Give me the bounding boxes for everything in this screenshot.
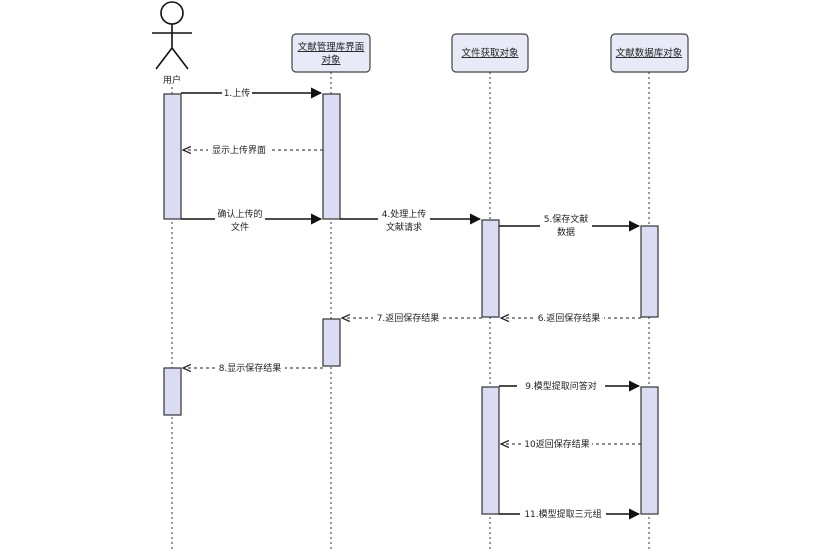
message-5-label-line1: 5.保存文献 bbox=[544, 213, 589, 225]
message-4-process-request: 4.处理上传 文献请求 bbox=[340, 207, 482, 234]
activation-file-fetch-1 bbox=[481, 219, 500, 318]
message-1-label: 1.上传 bbox=[224, 87, 251, 99]
message-2-show-upload-ui: 显示上传界面 bbox=[183, 143, 323, 156]
object-doc-ui-line2: 对象 bbox=[321, 54, 341, 66]
message-5-label-line2: 数据 bbox=[557, 226, 575, 238]
object-file-fetch: 文件获取对象 bbox=[451, 33, 529, 73]
object-doc-ui: 文献管理库界面 对象 bbox=[291, 33, 371, 73]
message-3-label-line2: 文件 bbox=[231, 221, 249, 233]
message-7-label: 7.返回保存结果 bbox=[377, 312, 440, 324]
message-10-return-result: 10返回保存结果 bbox=[501, 437, 641, 450]
message-3-label-line1: 确认上传的 bbox=[217, 208, 262, 220]
activation-file-fetch-2 bbox=[481, 386, 500, 515]
message-8-show-result: 8.显示保存结果 bbox=[183, 361, 323, 374]
activation-user-1 bbox=[163, 93, 182, 220]
message-7-return-result: 7.返回保存结果 bbox=[342, 311, 482, 324]
message-6-label: 6.返回保存结果 bbox=[538, 312, 601, 324]
message-5-save-doc-data: 5.保存文献 数据 bbox=[499, 213, 641, 239]
object-doc-ui-line1: 文献管理库界面 bbox=[298, 41, 365, 53]
message-9-label: 9.模型提取问答对 bbox=[525, 380, 597, 392]
activation-doc-ui-1 bbox=[322, 93, 341, 220]
object-file-fetch-label: 文件获取对象 bbox=[461, 47, 519, 59]
user-actor: 用户 bbox=[152, 1, 192, 86]
activation-doc-ui-2 bbox=[322, 318, 341, 367]
message-9-extract-qa: 9.模型提取问答对 bbox=[499, 379, 641, 392]
message-2-label: 显示上传界面 bbox=[212, 144, 266, 156]
message-1-upload: 1.上传 bbox=[181, 86, 323, 99]
object-doc-db-label: 文献数据库对象 bbox=[616, 47, 683, 59]
message-6-return-result: 6.返回保存结果 bbox=[501, 311, 641, 324]
message-3-confirm-upload: 确认上传的 文件 bbox=[181, 207, 323, 234]
object-doc-db: 文献数据库对象 bbox=[610, 33, 689, 73]
message-4-label-line1: 4.处理上传 bbox=[382, 208, 427, 220]
activation-user-2 bbox=[163, 367, 182, 416]
message-8-label: 8.显示保存结果 bbox=[219, 362, 282, 374]
message-10-label: 10返回保存结果 bbox=[524, 438, 589, 450]
actor-label: 用户 bbox=[163, 74, 181, 86]
message-11-label: 11.模型提取三元组 bbox=[524, 508, 601, 520]
activation-doc-db-1 bbox=[640, 225, 659, 318]
activation-doc-db-2 bbox=[640, 386, 659, 515]
message-4-label-line2: 文献请求 bbox=[386, 221, 422, 233]
message-11-extract-triples: 11.模型提取三元组 bbox=[499, 507, 641, 520]
